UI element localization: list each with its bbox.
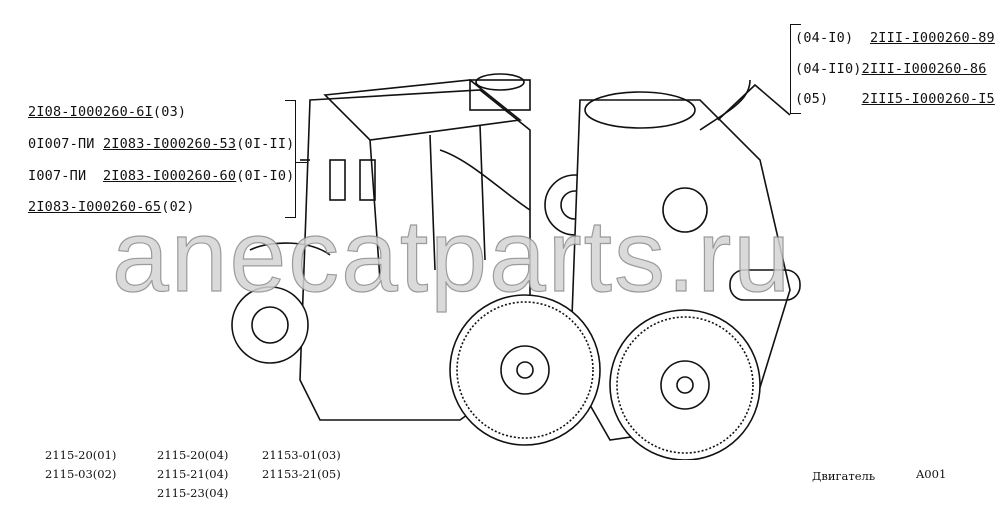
model-code: 21153-21(05) — [262, 467, 341, 481]
watermark: anecatparts.ru — [111, 198, 793, 313]
right-bracket — [790, 24, 801, 114]
callout-item: 2I08-I000260-6I(03) — [28, 104, 186, 120]
callout-suffix: (03) — [152, 104, 187, 120]
part-number-link[interactable]: 2III5-I000260-I5 — [861, 91, 995, 107]
model-code: 21153-01(03) — [262, 448, 341, 462]
model-code: 2115-03(02) — [45, 467, 117, 481]
left-bracket — [285, 100, 296, 218]
callout-item: 0I007-ПИ 2I083-I000260-53(0I-II) — [28, 136, 295, 152]
callout-prefix: I007-ПИ — [28, 168, 103, 184]
callout-suffix: (0I-II) — [236, 136, 295, 152]
part-number-link[interactable]: 2I083-I000260-65 — [28, 199, 162, 215]
callout-prefix: (04-II0) — [795, 61, 862, 77]
part-number-link[interactable]: 2I083-I000260-53 — [102, 136, 237, 152]
callout-suffix: (02) — [161, 199, 195, 215]
part-number-link[interactable]: 2I083-I000260-60 — [102, 168, 237, 184]
callout-item: I007-ПИ 2I083-I000260-60(0I-I0) — [28, 168, 295, 184]
callout-suffix: (0I-I0) — [236, 168, 295, 184]
callout-item: (04-I0) 2III-I000260-89 — [795, 30, 995, 46]
callout-item: 2I083-I000260-65(02) — [28, 199, 195, 215]
model-code: 2115-20(01) — [45, 448, 117, 462]
part-number-link[interactable]: 2III-I000260-89 — [869, 30, 995, 46]
part-number-link[interactable]: 2I08-I000260-6I — [28, 104, 153, 120]
part-number-link[interactable]: 2III-I000260-86 — [861, 61, 987, 77]
diagram-caption: Двигатель — [812, 469, 876, 483]
callout-prefix: (04-I0) — [795, 30, 862, 46]
sheet-code: A001 — [916, 467, 947, 481]
engine-illustration — [231, 73, 801, 460]
callout-prefix: (05) — [795, 91, 862, 107]
model-code: 2115-20(04) — [157, 448, 229, 462]
callout-prefix: 0I007-ПИ — [28, 136, 103, 152]
model-code: 2115-23(04) — [157, 486, 229, 500]
model-code: 2115-21(04) — [157, 467, 229, 481]
callout-item: (04-II0)2III-I000260-86 — [795, 61, 987, 77]
left-leader — [296, 162, 308, 163]
callout-item: (05) 2III5-I000260-I5 — [795, 91, 995, 107]
